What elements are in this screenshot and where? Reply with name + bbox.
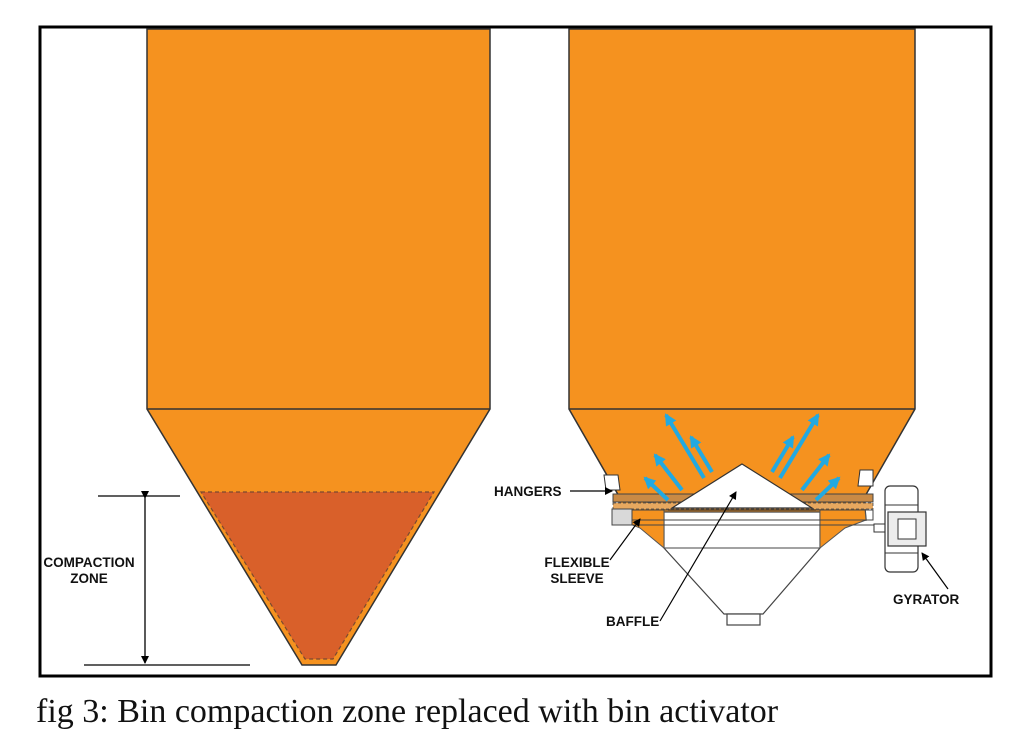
left-bin [146, 28, 491, 666]
discharge-outlet [726, 613, 761, 626]
gyrator [873, 485, 927, 573]
baffle-label: BAFFLE [606, 614, 659, 629]
flow-arrow [643, 476, 670, 502]
flexible-sleeve-label-line1: FLEXIBLE [544, 555, 609, 570]
hangers-label: HANGERS [494, 484, 562, 499]
flow-arrow [664, 413, 706, 480]
callouts: HANGERS FLEXIBLE SLEEVE BAFFLE GYRATOR [494, 484, 960, 629]
activator-base-ring [611, 508, 633, 526]
flow-arrow [800, 453, 831, 492]
bin-activator-diagram: COMPACTION ZONE [38, 25, 993, 678]
flow-arrow [653, 453, 684, 492]
flow-arrow [778, 413, 820, 480]
flow-arrow [770, 435, 795, 474]
compaction-zone-label-line1: COMPACTION [43, 555, 134, 570]
compaction-zone-area [199, 491, 436, 660]
compaction-zone-label-line2: ZONE [70, 571, 108, 586]
right-bin [568, 28, 916, 521]
flow-arrow [689, 435, 714, 474]
baffle [669, 463, 815, 509]
right-bin-body [568, 28, 916, 521]
activator-bowl [663, 511, 821, 615]
right-hanger [857, 469, 874, 487]
baffle-leader [659, 491, 737, 622]
bin-activator [611, 493, 880, 626]
flexible-sleeve-label-line2: SLEEVE [550, 571, 603, 586]
flow-arrows [643, 413, 841, 502]
figure-frame [38, 25, 993, 678]
gyrator-label: GYRATOR [893, 592, 960, 607]
flow-arrow [814, 476, 841, 502]
figure-caption: fig 3: Bin compaction zone replaced with… [36, 693, 779, 730]
compaction-zone-dimension: COMPACTION ZONE [43, 491, 250, 666]
flexible-sleeve-leader [609, 518, 641, 561]
gyrator-leader [921, 552, 949, 590]
left-hanger [603, 474, 621, 491]
